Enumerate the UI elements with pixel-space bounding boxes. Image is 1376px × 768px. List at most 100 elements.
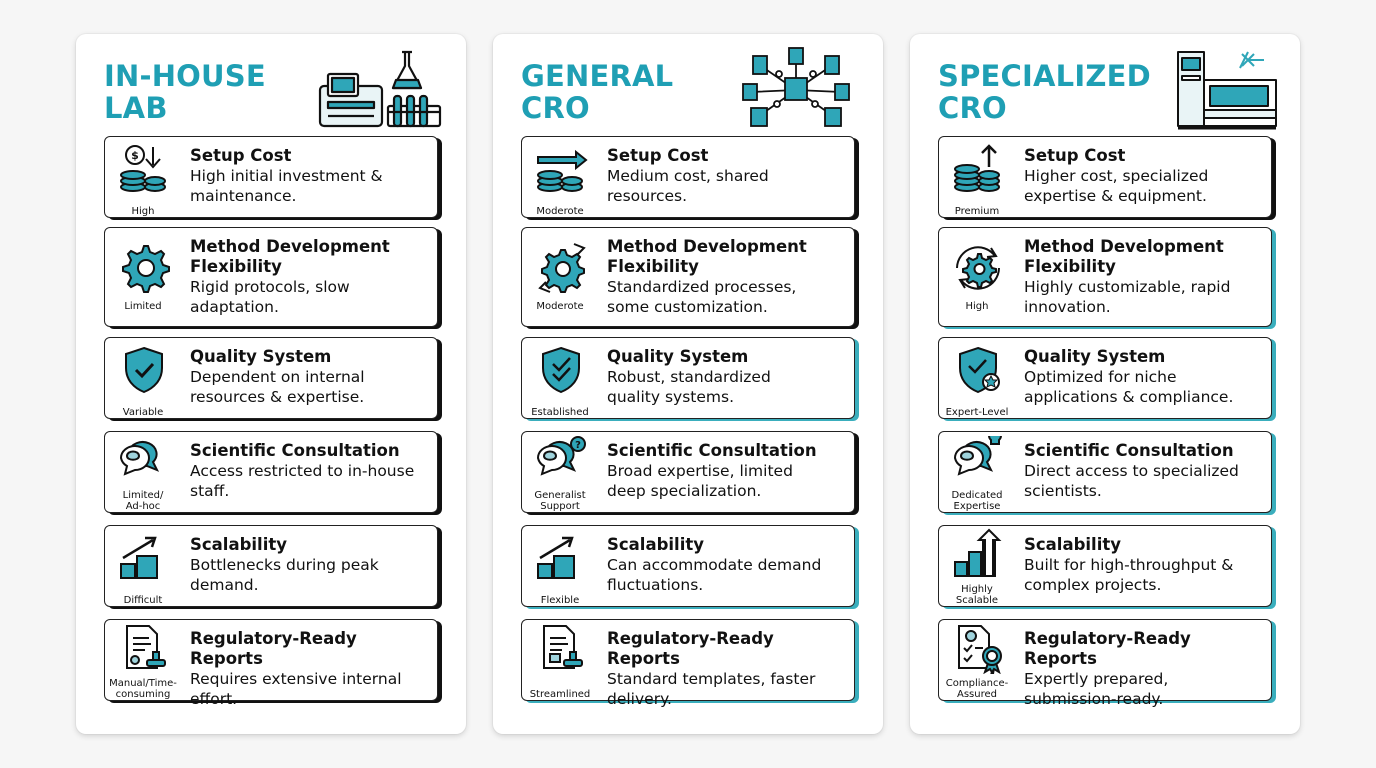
rating-badge: Dedicated Expertise [951,490,1003,512]
rating-badge: Variable [122,407,164,418]
column-general-cro: GENERAL CRO [493,34,883,734]
card-description: Expertly prepared, submission-ready. [1024,670,1169,708]
card-description: Robust, standardized quality systems. [607,368,771,406]
rating-badge: Limited [124,301,162,312]
card-title: Scalability [607,535,705,554]
column-specialized-cro: SPECIALIZED CRO [910,34,1300,734]
card-title: Setup Cost [1024,146,1126,165]
column-title: GENERAL CRO [521,59,674,125]
gear-cycle-icon [956,246,1000,290]
laser-instrument-icon [1177,51,1277,130]
report-ribbon-icon [958,625,1002,674]
card-description: Rigid protocols, slow adaptation. [190,278,350,316]
rating-badge: Established [531,407,589,418]
lab-instruments-icon [318,50,442,128]
card-description: Access restricted to in-house staff. [190,462,415,500]
rating-badge: Flexible [540,595,580,606]
card-description: High initial investment & maintenance. [190,167,383,205]
card-title: Quality System [190,347,332,366]
column-header: SPECIALIZED CRO [938,51,1278,130]
card-regulatory-reports: Manual/Time- consuming Regulatory-Ready … [104,619,438,708]
card-scientific-consultation: Limited/ Ad-hoc Scientific Consultation … [104,431,438,513]
rating-badge: Moderote [536,301,584,312]
card-description: Direct access to specialized scientists. [1024,462,1239,500]
rating-badge: Limited/ Ad-hoc [122,490,164,512]
coins-down-arrow-icon: $ [120,145,166,192]
rating-badge: Expert-Level [945,407,1009,418]
card-title: Method Development Flexibility [190,237,390,276]
card-title: Regulatory-Ready Reports [1024,629,1191,668]
card-setup-cost: Premium Setup Cost Higher cost, speciali… [938,136,1272,218]
svg-text:?: ? [575,440,581,451]
boxes-arrow-icon [120,536,158,579]
card-title: Scalability [1024,535,1122,554]
card-setup-cost: Moderote Setup Cost Medium cost, shared … [521,136,855,218]
card-setup-cost: $ High Setup Cost High initial investmen… [104,136,438,218]
boxes-arrow-icon [537,536,575,579]
card-title: Quality System [607,347,749,366]
rating-badge: High [965,301,989,312]
card-method-development: Limited Method Development Flexibility R… [104,227,438,327]
svg-text:$: $ [131,149,139,162]
column-header: IN-HOUSE LAB [104,50,444,130]
speech-brain-bulb-icon [953,436,1002,476]
rating-badge: Streamlined [529,689,591,700]
rating-badge: Highly Scalable [955,584,999,606]
shield-double-check-icon [542,346,580,394]
rating-badge: Difficult [123,595,163,606]
report-stamp-icon [543,625,583,669]
rating-badge: Generalist Support [534,490,586,512]
card-description: Requires extensive internal effort. [190,670,402,708]
shield-star-icon [959,346,1000,394]
card-description: Medium cost, shared resources. [607,167,769,205]
card-title: Quality System [1024,347,1166,366]
card-method-development: High Method Development Flexibility High… [938,227,1272,327]
card-description: Standard templates, faster delivery. [607,670,816,708]
column-header: GENERAL CRO [521,47,861,130]
card-method-development: Moderote Method Development Flexibility … [521,227,855,327]
card-description: Broad expertise, limited deep specializa… [607,462,793,500]
card-title: Scalability [190,535,288,554]
card-title: Setup Cost [607,146,709,165]
card-description: Higher cost, specialized expertise & equ… [1024,167,1209,205]
card-scalability: Difficult Scalability Bottlenecks during… [104,525,438,607]
gear-icon [122,245,170,293]
card-title: Method Development Flexibility [1024,237,1224,276]
card-quality-system: Expert-Level Quality System Optimized fo… [938,337,1272,419]
card-scalability: Highly Scalable Scalability Built for hi… [938,525,1272,607]
report-stamp-icon [126,625,166,669]
card-title: Method Development Flexibility [607,237,807,276]
card-description: Bottlenecks during peak demand. [190,556,379,594]
card-description: Optimized for niche applications & compl… [1024,368,1234,406]
card-quality-system: Established Quality System Robust, stand… [521,337,855,419]
card-description: Dependent on internal resources & expert… [190,368,365,406]
column-title: SPECIALIZED CRO [938,59,1151,125]
coins-right-arrow-icon [537,149,588,192]
column-title: IN-HOUSE LAB [104,59,266,125]
card-title: Regulatory-Ready Reports [190,629,357,668]
speech-brain-icon [119,441,160,476]
card-title: Scientific Consultation [1024,441,1234,460]
card-title: Regulatory-Ready Reports [607,629,774,668]
rating-badge: Compliance- Assured [945,678,1009,700]
speech-brain-question-icon: ? [536,436,586,476]
card-regulatory-reports: Streamlined Regulatory-Ready Reports Sta… [521,619,855,708]
card-description: Can accommodate demand fluctuations. [607,556,822,594]
gear-arrows-icon [538,243,586,293]
card-scientific-consultation: ? Generalist Support Scientific Consulta… [521,431,855,513]
card-description: Standardized processes, some customizati… [607,278,797,316]
card-description: Highly customizable, rapid innovation. [1024,278,1231,316]
card-scalability: Flexible Scalability Can accommodate dem… [521,525,855,607]
shield-check-icon [125,346,163,394]
card-description: Built for high-throughput & complex proj… [1024,556,1234,594]
coins-up-arrow-icon [954,144,1000,192]
rating-badge: High [131,206,155,217]
rating-badge: Manual/Time- consuming [109,678,177,700]
card-title: Scientific Consultation [607,441,817,460]
card-quality-system: Variable Quality System Dependent on int… [104,337,438,419]
building-network-icon [742,47,850,127]
rating-badge: Premium [954,206,1000,217]
card-title: Scientific Consultation [190,441,400,460]
card-regulatory-reports: Compliance- Assured Regulatory-Ready Rep… [938,619,1272,708]
bars-arrow-icon [954,528,1002,577]
